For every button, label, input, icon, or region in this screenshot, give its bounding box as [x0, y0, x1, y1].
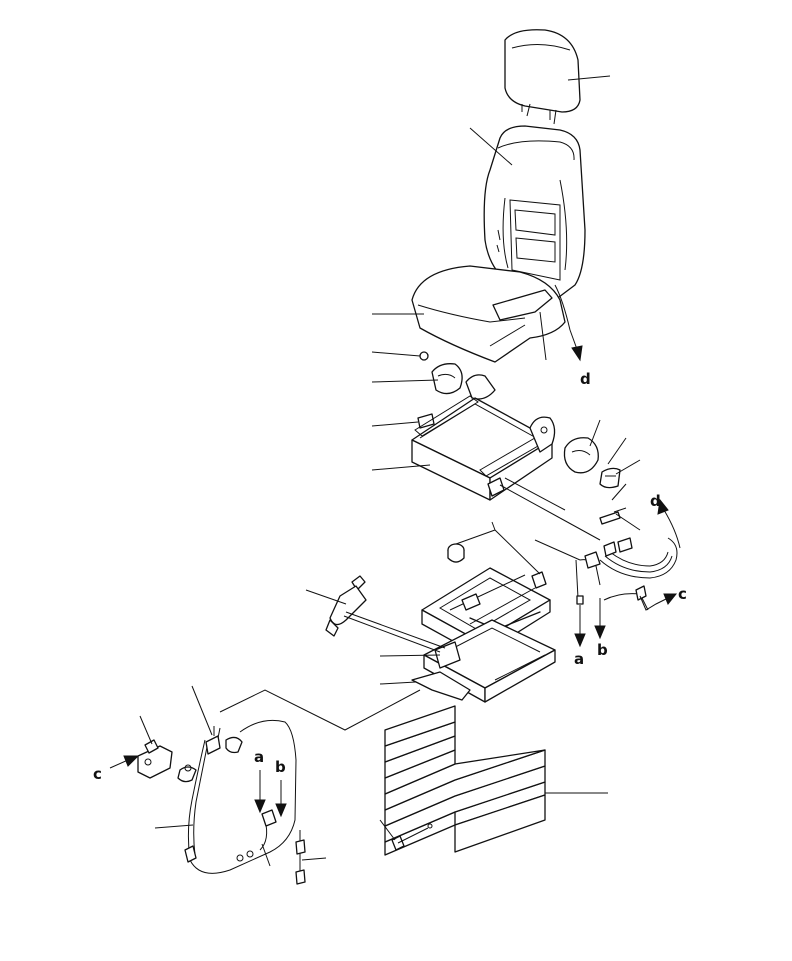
arrow-d-upper [569, 329, 583, 362]
lever-cover [563, 437, 599, 474]
headrest [504, 29, 581, 125]
label-a-lower: a [254, 748, 264, 766]
leader-lines [139, 75, 641, 867]
height-adjust-lever [411, 671, 471, 701]
bumper-round [447, 543, 465, 563]
cover-plate-left [431, 363, 463, 395]
arrow-d-right [657, 498, 681, 549]
label-d-upper: d [580, 370, 591, 388]
suspension-lower [423, 619, 556, 703]
label-b-lower: b [275, 758, 286, 776]
switch-motor [137, 739, 173, 779]
label-c-right: c [678, 585, 687, 603]
label-d-right: d [650, 492, 661, 510]
arrow-a [574, 595, 586, 648]
seat-back [483, 125, 586, 331]
clip [417, 413, 435, 429]
arrow-c-left [109, 755, 140, 769]
bellows [384, 705, 546, 856]
lever-knob [599, 467, 621, 489]
cover-plate-right [465, 374, 496, 400]
bumper-small [531, 571, 547, 589]
label-a-upper: a [574, 650, 584, 668]
wire-harness-upper [534, 537, 678, 611]
connection-line [219, 689, 421, 731]
nut [419, 351, 429, 361]
label-c-left: c [93, 765, 102, 783]
label-b-upper: b [597, 641, 608, 659]
arrow-b-lower [275, 780, 287, 818]
wire-harness-lower [177, 719, 306, 885]
arrow-a-lower [254, 770, 266, 814]
seat-frame [411, 395, 601, 541]
shock-absorber [325, 575, 446, 653]
arrow-b [594, 598, 606, 640]
arrow-c-right [639, 593, 678, 611]
lever-rod [599, 507, 627, 525]
seat-cushion [411, 265, 566, 363]
